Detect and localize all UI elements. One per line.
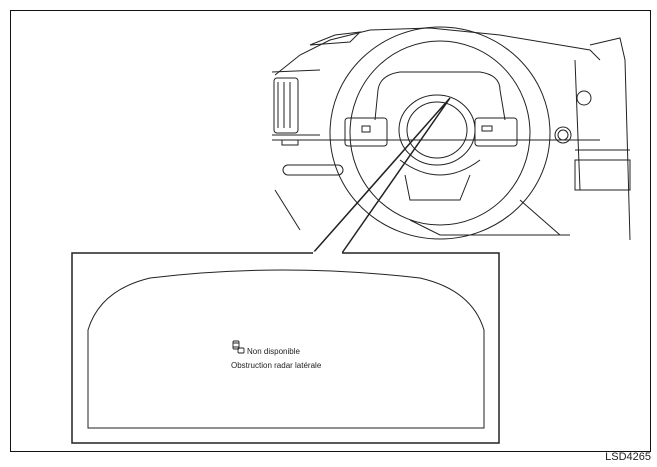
status-text: Non disponible	[247, 347, 300, 356]
display-callout	[71, 251, 500, 444]
side-radar-icon	[232, 340, 245, 354]
figure-code: LSD4265	[605, 451, 651, 463]
callout-pointer	[312, 97, 451, 254]
cluster-display-outline	[87, 269, 485, 429]
left-switch-panel	[344, 117, 388, 147]
right-switch-panel	[474, 117, 518, 147]
steering-wheel	[329, 26, 551, 240]
figure-frame	[10, 10, 651, 452]
warning-message: Obstruction radar latérale	[231, 361, 322, 370]
dashboard-drawing	[271, 27, 631, 241]
